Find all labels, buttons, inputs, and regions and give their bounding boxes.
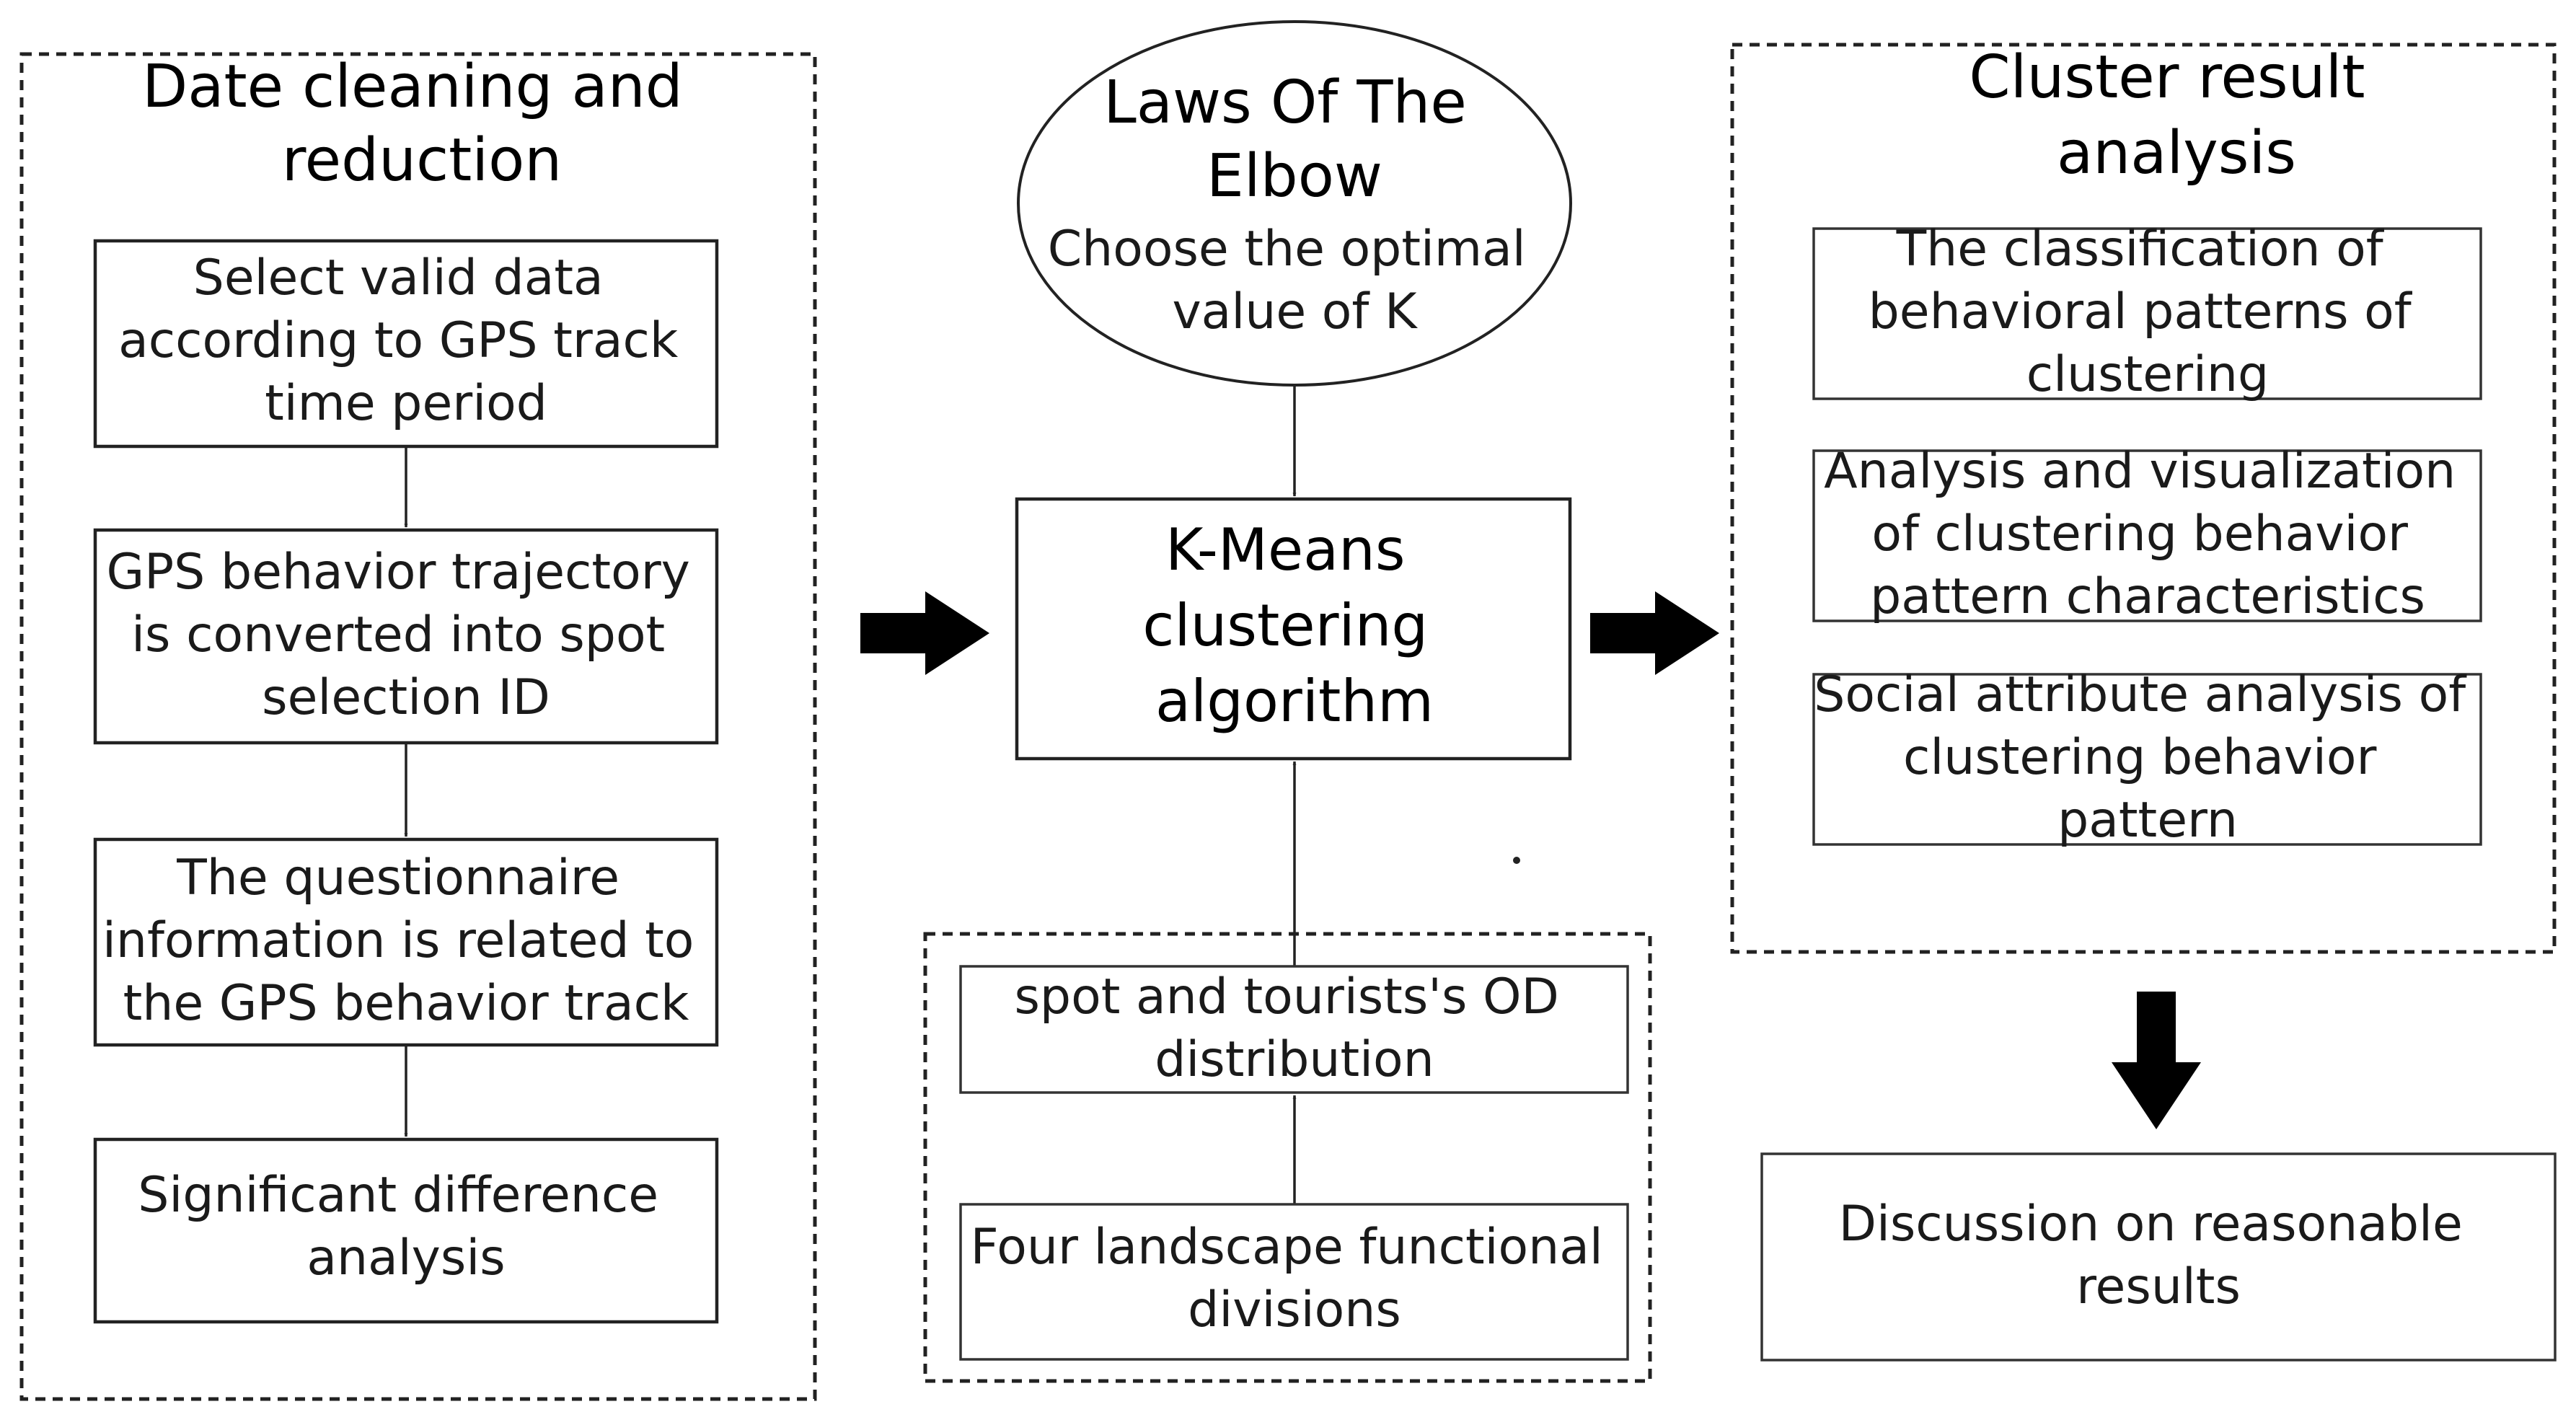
elbow-ellipse: Laws Of The Elbow Choose the optimal val… — [1017, 20, 1572, 387]
svg-text:spot and tourists's OD d: spot and tourists's OD distribution — [1015, 968, 1575, 1088]
landscape-divisions-box: Four landscape functional divisions — [959, 1203, 1629, 1361]
svg-text:Four landscape functional: Four landscape functional divisions — [971, 1219, 1619, 1338]
big-arrow-right-2 — [1590, 591, 1719, 675]
kmeans-box: K-Means clustering algorithm — [1015, 497, 1572, 761]
left-step-1: Select valid data according to GPS track… — [93, 239, 719, 449]
svg-text:Laws Of The Elbow: Laws Of The Elbow — [1103, 69, 1486, 211]
od-distribution-box: spot and tourists's OD distribution — [959, 965, 1629, 1094]
left-step-3: The questionnaire information is related… — [93, 837, 719, 1047]
bottom-group-border — [923, 932, 1652, 1383]
result-box: Discussion on reasonable results — [1760, 1152, 2557, 1362]
svg-text:Analysis and visualization: Analysis and visualization of clustering… — [1824, 443, 2471, 625]
svg-text:Significant difference a: Significant difference analysis — [138, 1167, 674, 1287]
svg-text:Social attribute analysis of: Social attribute analysis of clustering … — [1814, 666, 2482, 849]
svg-text:The questionnaire inform: The questionnaire information is related… — [102, 850, 710, 1032]
svg-text:Select valid data accord: Select valid data according to GPS track… — [118, 250, 694, 432]
svg-text:K-Means clustering: K-Means clustering algorithm — [1142, 516, 1446, 735]
left-step-4: Significant difference analysis — [93, 1137, 719, 1324]
right-step-3: Social attribute analysis of clustering … — [1812, 666, 2482, 849]
big-arrow-down — [2112, 992, 2201, 1129]
left-step-2: GPS behavior trajectory is converted int… — [93, 528, 719, 745]
big-arrow-right-1 — [860, 591, 989, 675]
svg-text:Choose the optimal value: Choose the optimal value of K — [1048, 221, 1542, 340]
stray-dot — [1513, 857, 1520, 864]
svg-text:The classification of be: The classification of behavioral pattern… — [1869, 221, 2427, 403]
svg-text:Discussion on reasonable: Discussion on reasonable results — [1839, 1196, 2479, 1315]
right-group-title: Cluster result analysis — [1969, 43, 2383, 187]
right-step-2: Analysis and visualization of clustering… — [1812, 443, 2482, 625]
svg-text:GPS behavior trajectory: GPS behavior trajectory is converted int… — [106, 544, 705, 726]
left-group-title: Date cleaning and reduction — [142, 53, 702, 195]
right-step-1: The classification of behavioral pattern… — [1812, 221, 2482, 403]
left-group-border — [19, 52, 817, 1401]
